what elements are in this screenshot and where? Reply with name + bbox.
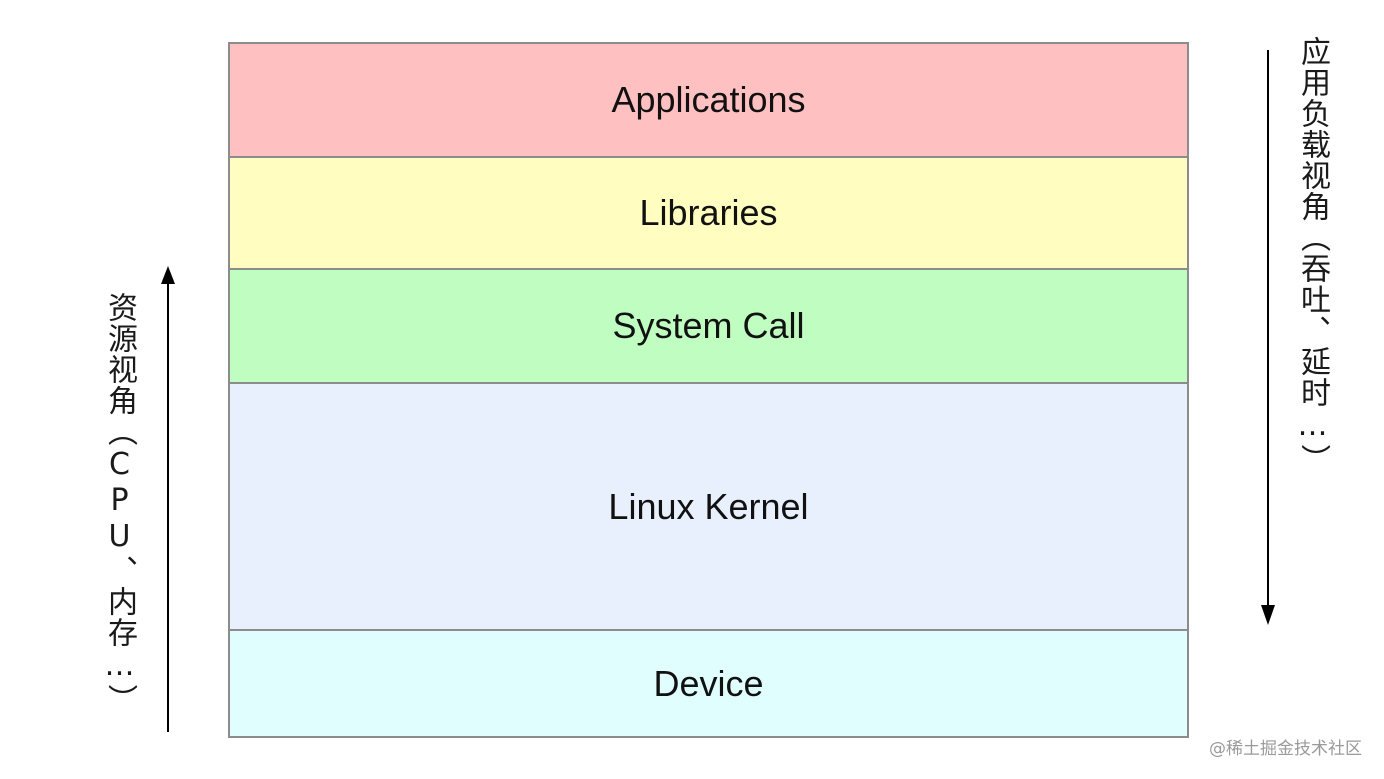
layer-applications: Applications bbox=[230, 44, 1187, 158]
layer-stack: Applications Libraries System Call Linux… bbox=[228, 42, 1189, 738]
layer-system-call: System Call bbox=[230, 270, 1187, 384]
layer-linux-kernel-label: Linux Kernel bbox=[608, 485, 809, 527]
layer-applications-label: Applications bbox=[611, 79, 806, 120]
down-arrow-icon bbox=[1261, 50, 1275, 625]
layer-linux-kernel: Linux Kernel bbox=[230, 384, 1187, 631]
layer-device-label: Device bbox=[653, 662, 764, 704]
watermark: @稀土掘金技术社区 bbox=[1209, 739, 1362, 759]
layer-libraries-label: Libraries bbox=[639, 192, 778, 233]
layer-system-call-label: System Call bbox=[612, 305, 805, 346]
up-arrow-icon bbox=[161, 266, 175, 732]
layer-libraries: Libraries bbox=[230, 158, 1187, 270]
layer-device: Device bbox=[230, 631, 1187, 736]
resource-perspective-label: 资源视角（CPU、内存…） bbox=[102, 292, 137, 715]
workload-perspective-label: 应用负载视角（吞吐、延时…） bbox=[1295, 36, 1330, 475]
